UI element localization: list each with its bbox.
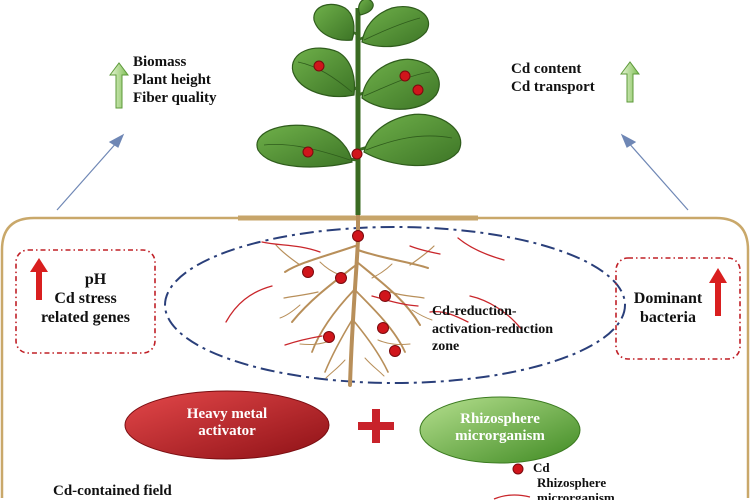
zone-label-line-3: zone xyxy=(432,339,460,354)
left-box-ph: pH xyxy=(84,271,107,288)
up-arrow-green-icon xyxy=(109,62,129,109)
zone-label: Cd-reduction- activation-reduction zone xyxy=(432,303,553,356)
left-box-related-genes: related genes xyxy=(40,309,130,327)
up-arrow-red-icon xyxy=(709,268,727,316)
effect-cd-content: Cd content xyxy=(511,61,582,77)
influence-arrows xyxy=(56,133,689,211)
cd-particles xyxy=(302,60,424,357)
field-label: Cd-contained field xyxy=(53,483,172,499)
zone-label-line-1: Cd-reduction- xyxy=(432,304,517,319)
heavy-metal-activator-pill xyxy=(124,390,330,460)
root-system xyxy=(275,213,435,387)
legend-microorganism-label: Rhizosphere microrganism xyxy=(537,475,615,500)
plant-leaves xyxy=(256,0,462,168)
right-box-dominant: Dominant xyxy=(633,290,703,307)
rhizosphere-microorganism-label: Rhizosphere microrganism xyxy=(425,411,575,446)
right-indicator-box xyxy=(615,257,741,360)
right-box-bacteria: bacteria xyxy=(640,309,696,327)
effect-fiber-quality: Fiber quality xyxy=(133,90,217,106)
left-box-cd-stress: Cd stress xyxy=(54,290,117,308)
top-left-effects: Biomass Plant height Fiber quality xyxy=(133,53,216,107)
legend-cd-label: Cd xyxy=(533,460,550,475)
left-indicator-box xyxy=(15,249,156,354)
rhizosphere-zone-ellipse xyxy=(164,226,626,384)
activator-line-1: Heavy metal xyxy=(186,406,268,422)
soil-region xyxy=(0,215,750,498)
zone-label-line-2: activation-reduction xyxy=(432,321,554,337)
microbe-line-1: Rhizosphere xyxy=(460,411,540,427)
effect-cd-transport: Cd transport xyxy=(511,79,595,95)
left-box-text: pH Cd stress related genes xyxy=(20,270,151,328)
plus-icon xyxy=(358,409,394,443)
heavy-metal-activator-label: Heavy metal activator xyxy=(135,406,319,441)
top-right-effects: Cd content Cd transport xyxy=(511,60,595,96)
effect-biomass: Biomass xyxy=(133,54,187,70)
up-arrow-red-icon xyxy=(30,258,48,300)
legend-microorganism-curve-icon xyxy=(493,494,531,500)
rhizosphere-microorganisms xyxy=(225,237,523,346)
legend-cd-dot-icon xyxy=(512,463,524,475)
effect-plant-height: Plant height xyxy=(133,72,211,88)
right-box-text: Dominant bacteria xyxy=(620,289,716,327)
microbe-line-2: microrganism xyxy=(455,428,545,445)
rhizosphere-microorganism-pill xyxy=(419,396,581,464)
up-arrow-green-icon xyxy=(620,61,640,103)
activator-line-2: activator xyxy=(198,423,256,440)
